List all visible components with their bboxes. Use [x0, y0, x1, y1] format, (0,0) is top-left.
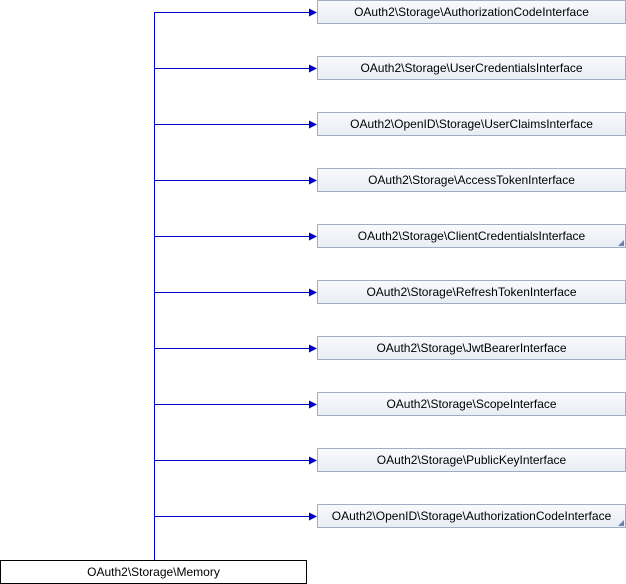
inheritance-arrow-icon	[309, 344, 317, 353]
interface-label: OAuth2\Storage\RefreshTokenInterface	[366, 285, 577, 299]
collapsed-indicator-icon	[618, 520, 624, 526]
interface-node-client-credentials[interactable]: OAuth2\Storage\ClientCredentialsInterfac…	[317, 224, 626, 248]
interface-label: OAuth2\Storage\AuthorizationCodeInterfac…	[354, 5, 589, 19]
interface-label: OAuth2\Storage\AccessTokenInterface	[368, 173, 575, 187]
inheritance-arrow-icon	[309, 400, 317, 409]
interface-label: OAuth2\Storage\ClientCredentialsInterfac…	[357, 229, 586, 243]
class-label: OAuth2\Storage\Memory	[87, 565, 220, 579]
interface-label: OAuth2\Storage\UserCredentialsInterface	[360, 61, 583, 75]
interface-node-refresh-token[interactable]: OAuth2\Storage\RefreshTokenInterface	[317, 280, 626, 304]
inheritance-arrow-icon	[309, 512, 317, 521]
interface-node-jwt-bearer[interactable]: OAuth2\Storage\JwtBearerInterface	[317, 336, 626, 360]
class-node-memory: OAuth2\Storage\Memory	[0, 560, 307, 584]
inheritance-arrow-icon	[309, 120, 317, 129]
interface-label: OAuth2\Storage\ScopeInterface	[386, 397, 557, 411]
interface-label: OAuth2\Storage\JwtBearerInterface	[376, 341, 567, 355]
inheritance-arrow-icon	[309, 8, 317, 17]
interface-label: OAuth2\OpenID\Storage\AuthorizationCodeI…	[331, 509, 612, 523]
inheritance-arrow-icon	[309, 64, 317, 73]
interface-node-scope[interactable]: OAuth2\Storage\ScopeInterface	[317, 392, 626, 416]
inheritance-arrow-icon	[309, 456, 317, 465]
inheritance-arrow-icon	[309, 288, 317, 297]
interface-node-public-key[interactable]: OAuth2\Storage\PublicKeyInterface	[317, 448, 626, 472]
interface-node-user-credentials[interactable]: OAuth2\Storage\UserCredentialsInterface	[317, 56, 626, 80]
interface-node-openid-authorization-code[interactable]: OAuth2\OpenID\Storage\AuthorizationCodeI…	[317, 504, 626, 528]
inheritance-arrow-icon	[309, 176, 317, 185]
inheritance-arrow-icon	[309, 232, 317, 241]
interface-node-authorization-code[interactable]: OAuth2\Storage\AuthorizationCodeInterfac…	[317, 0, 626, 24]
interface-node-user-claims[interactable]: OAuth2\OpenID\Storage\UserClaimsInterfac…	[317, 112, 626, 136]
interface-label: OAuth2\Storage\PublicKeyInterface	[376, 453, 567, 467]
collapsed-indicator-icon	[618, 240, 624, 246]
interface-label: OAuth2\OpenID\Storage\UserClaimsInterfac…	[350, 117, 593, 131]
interface-node-access-token[interactable]: OAuth2\Storage\AccessTokenInterface	[317, 168, 626, 192]
